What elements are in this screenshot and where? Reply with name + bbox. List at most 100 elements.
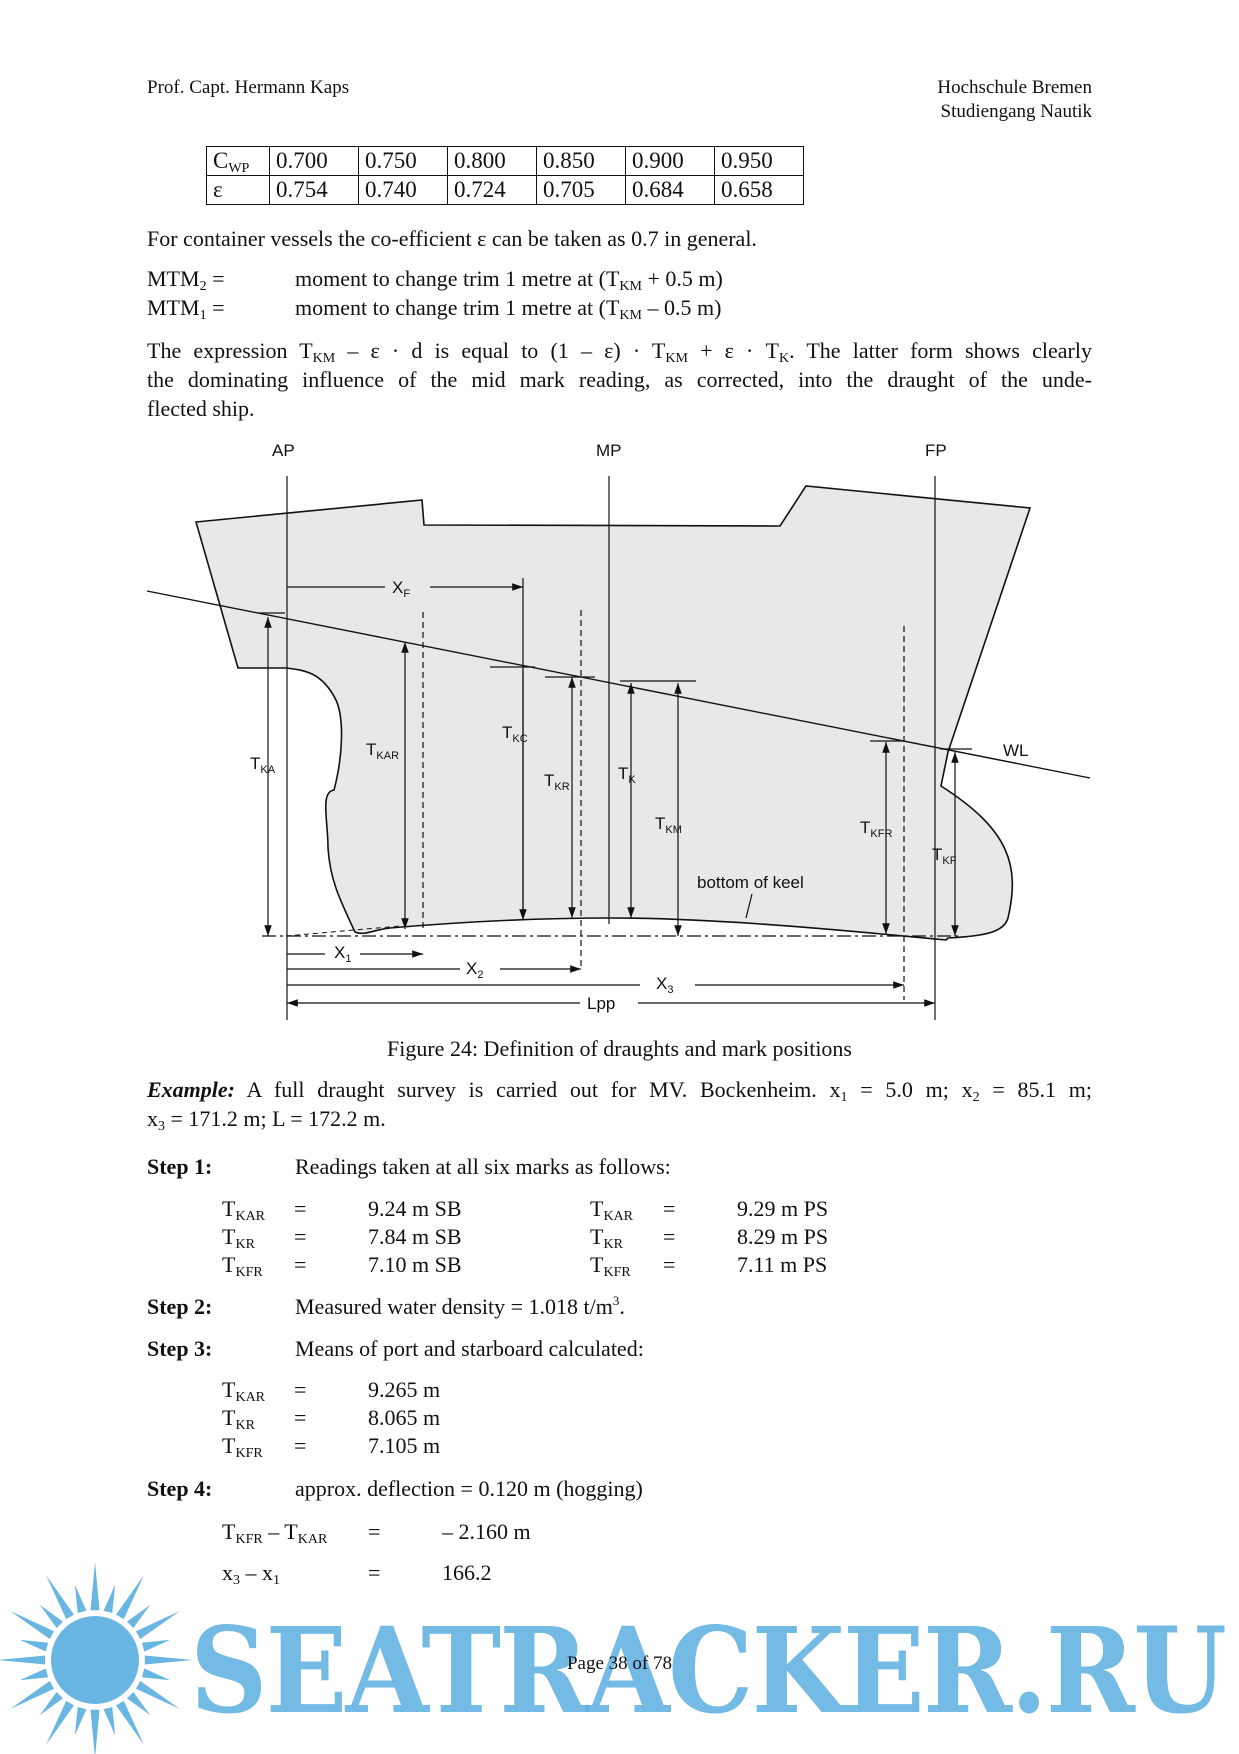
- sun-ray: [39, 1604, 63, 1628]
- s4r1-m: – T: [262, 1519, 298, 1544]
- mtm2-label: MTM2 =: [147, 264, 225, 294]
- sun-ray: [144, 1655, 193, 1665]
- table-cell: 0.740: [358, 175, 448, 205]
- s1r3-sub: KFR: [235, 1265, 263, 1280]
- x1-sub: 1: [345, 953, 351, 965]
- s1r2-sub: KR: [235, 1237, 255, 1252]
- example-s3: 3: [158, 1119, 165, 1134]
- step1-row-3-t2: TKFR: [590, 1250, 631, 1280]
- step1-row-1-eq2: =: [663, 1196, 676, 1221]
- step4-label: Step 4:: [147, 1476, 213, 1501]
- tkf-main: T: [932, 845, 942, 864]
- mtm1-definition: moment to change trim 1 metre at (TKM – …: [295, 293, 722, 323]
- tkar-sub: KAR: [376, 750, 399, 762]
- step4-text: approx. deflection = 0.120 m (hogging): [295, 1476, 643, 1501]
- s1r1-t2: T: [590, 1196, 604, 1221]
- s1r3-t2: T: [590, 1252, 604, 1277]
- s3r3-sub: KFR: [235, 1446, 263, 1461]
- label-wl: WL: [1003, 741, 1029, 760]
- sun-ray: [10, 1681, 55, 1709]
- sun-ray: [46, 1700, 74, 1745]
- step1-row-1-t2: TKAR: [590, 1194, 633, 1224]
- step4-row-2-val: 166.2: [442, 1560, 492, 1585]
- s4r1-s: KFR: [235, 1532, 263, 1547]
- draught-diagram: AP MP FP WL XF TKA TKAR TKC TKR TK TKM T…: [146, 441, 1091, 1020]
- sun-rays: [0, 1562, 193, 1754]
- s3r2-sub: KR: [235, 1418, 255, 1433]
- tkar-main: T: [366, 740, 376, 759]
- step3-row-3: TKFR: [222, 1431, 263, 1461]
- step3-row-1-eq: =: [294, 1377, 307, 1402]
- mtm1-def-b: – 0.5 m): [641, 295, 722, 320]
- s4r1-t: T: [222, 1519, 236, 1544]
- sun-ray: [10, 1611, 55, 1639]
- page-number: Page 38 of 78: [566, 1653, 672, 1674]
- mtm2-def-b: + 0.5 m): [641, 266, 723, 291]
- x3-sub: 3: [667, 984, 673, 996]
- watermark-logo: SEATRACKER.RU: [0, 1562, 1227, 1754]
- mtm1-text: MTM: [147, 295, 200, 320]
- table-cell: CWP: [206, 146, 270, 176]
- step3-row-3-val: 7.105 m: [368, 1433, 441, 1458]
- label-tkc: TKC: [502, 723, 528, 745]
- x1-main: X: [334, 943, 345, 962]
- table-cell: 0.800: [447, 146, 537, 176]
- step4-row-1-val: – 2.160 m: [442, 1519, 531, 1544]
- s3r2-t: T: [222, 1405, 236, 1430]
- coefficient-table: CWP 0.700 0.750 0.800 0.850 0.900 0.950 …: [206, 146, 804, 205]
- expr-p4: . The latter form shows clearly: [789, 338, 1092, 363]
- mtm2-def-a: moment to change trim 1 metre at (T: [295, 266, 620, 291]
- tkr-main: T: [544, 771, 554, 790]
- mtm1-label: MTM1 =: [147, 293, 225, 323]
- label-tkf: TKF: [932, 845, 957, 867]
- keel-pointer: [745, 893, 753, 919]
- s3r3-t: T: [222, 1433, 236, 1458]
- step3-label: Step 3:: [147, 1336, 213, 1361]
- tkr-sub: KR: [554, 781, 569, 793]
- step4-row-2-eq: =: [368, 1560, 381, 1585]
- table-cell: 0.705: [536, 175, 626, 205]
- tkm-main: T: [655, 814, 665, 833]
- step3-row-2-eq: =: [294, 1405, 307, 1430]
- label-lpp: Lpp: [587, 994, 615, 1013]
- sun-ray: [127, 1604, 151, 1628]
- label-x3: X3: [656, 974, 673, 996]
- step2-text: Measured water density = 1.018 t/m3.: [295, 1292, 625, 1321]
- step3-row-1: TKAR: [222, 1375, 265, 1405]
- figure-caption: Figure 24: Definition of draughts and ma…: [387, 1036, 852, 1061]
- label-x2: X2: [466, 959, 483, 981]
- xf-main: X: [392, 578, 403, 597]
- example-s1: 1: [840, 1090, 848, 1105]
- sun-ray: [19, 1668, 49, 1681]
- step3-row-3-eq: =: [294, 1433, 307, 1458]
- s1r1-sub: KAR: [235, 1209, 266, 1224]
- mtm1-eq: =: [206, 295, 225, 320]
- s1r3-sub2: KFR: [603, 1265, 631, 1280]
- expr-s2: KM: [665, 351, 688, 366]
- tkfr-main: T: [860, 818, 870, 837]
- sun-ray: [0, 1655, 46, 1665]
- s1r3-t: T: [222, 1252, 236, 1277]
- header-institution-name: Hochschule Bremen: [937, 77, 1092, 98]
- tkc-main: T: [502, 723, 512, 742]
- x3-main: X: [656, 974, 667, 993]
- step1-row-2-sb: 7.84 m SB: [368, 1224, 462, 1249]
- tk-main: T: [618, 764, 628, 783]
- label-fp: FP: [925, 441, 947, 460]
- step2-label: Step 2:: [147, 1294, 213, 1319]
- s4r2-s: 3: [233, 1573, 240, 1588]
- mtm2-eq: =: [206, 266, 225, 291]
- step1-text: Readings taken at all six marks as follo…: [295, 1154, 671, 1179]
- s4r2-m: – x: [240, 1560, 274, 1585]
- step1-row-3-eq: =: [294, 1252, 307, 1277]
- step1-row-1-eq: =: [294, 1196, 307, 1221]
- waterline: [146, 590, 1091, 779]
- label-tkm: TKM: [655, 814, 682, 836]
- label-ap: AP: [272, 441, 295, 460]
- mtm1-def-sub: KM: [619, 308, 642, 323]
- expr-p1: The expression T: [147, 338, 313, 363]
- table-cell: 0.658: [714, 175, 804, 205]
- header-author: Prof. Capt. Hermann Kaps: [147, 77, 350, 98]
- example-line1: Example: A full draught survey is carrie…: [147, 1075, 1092, 1105]
- expr-p3: + ε · T: [687, 338, 779, 363]
